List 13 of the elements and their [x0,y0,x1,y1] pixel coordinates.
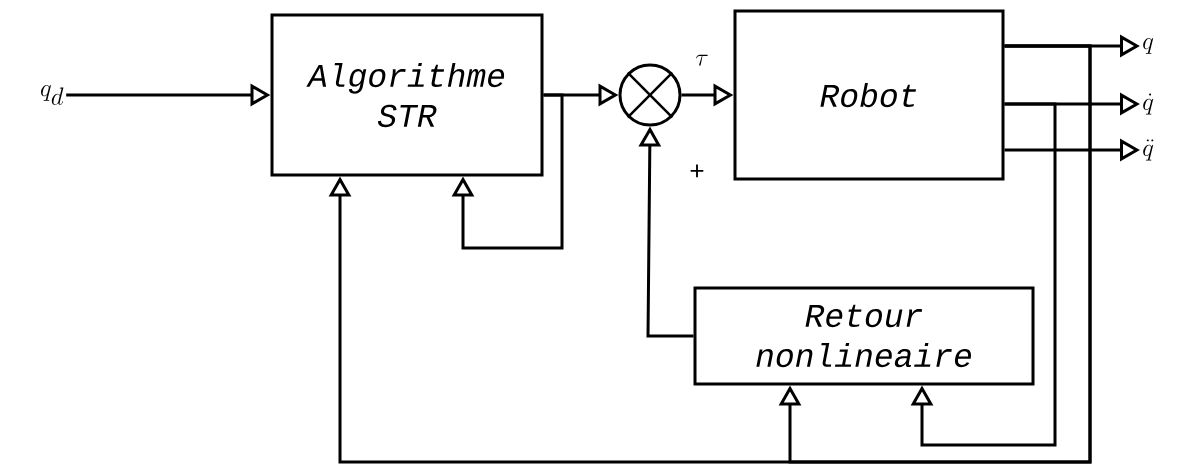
process-box: Retour nonlineaire [693,286,1035,386]
summing-junction [618,63,682,127]
sign-label: + [690,164,704,178]
signal-label: $q_d$ [41,85,64,105]
signal-label: $\dot{q}$ [1143,93,1154,115]
process-box: Algorithme STR [270,13,544,177]
arrow [910,102,1057,447]
signal-label: $\ddot{q}$ [1143,139,1154,161]
signal-label: $q$ [1143,38,1154,54]
arrow [778,44,1092,464]
edge-label: $\tau$ [694,53,710,67]
arrow [451,93,564,250]
process-box: Robot [733,9,1005,181]
